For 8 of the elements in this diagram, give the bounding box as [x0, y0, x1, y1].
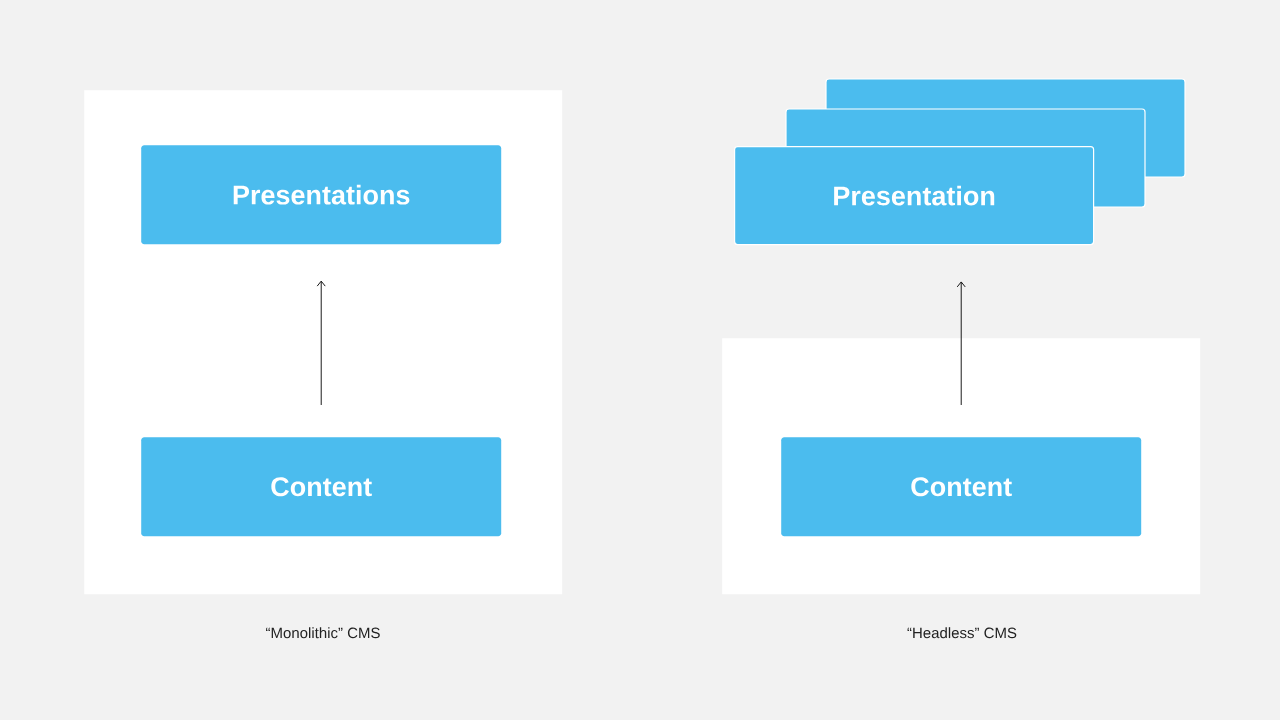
process-box: Presentation [734, 146, 1095, 246]
process-box: Content [781, 437, 1142, 537]
process-box: Content [141, 437, 502, 537]
arrow [956, 281, 966, 406]
caption: “Monolithic” CMS [266, 627, 380, 639]
arrow [316, 280, 326, 406]
caption: “Headless” CMS [907, 627, 1017, 639]
process-box: Presentations [141, 145, 502, 245]
